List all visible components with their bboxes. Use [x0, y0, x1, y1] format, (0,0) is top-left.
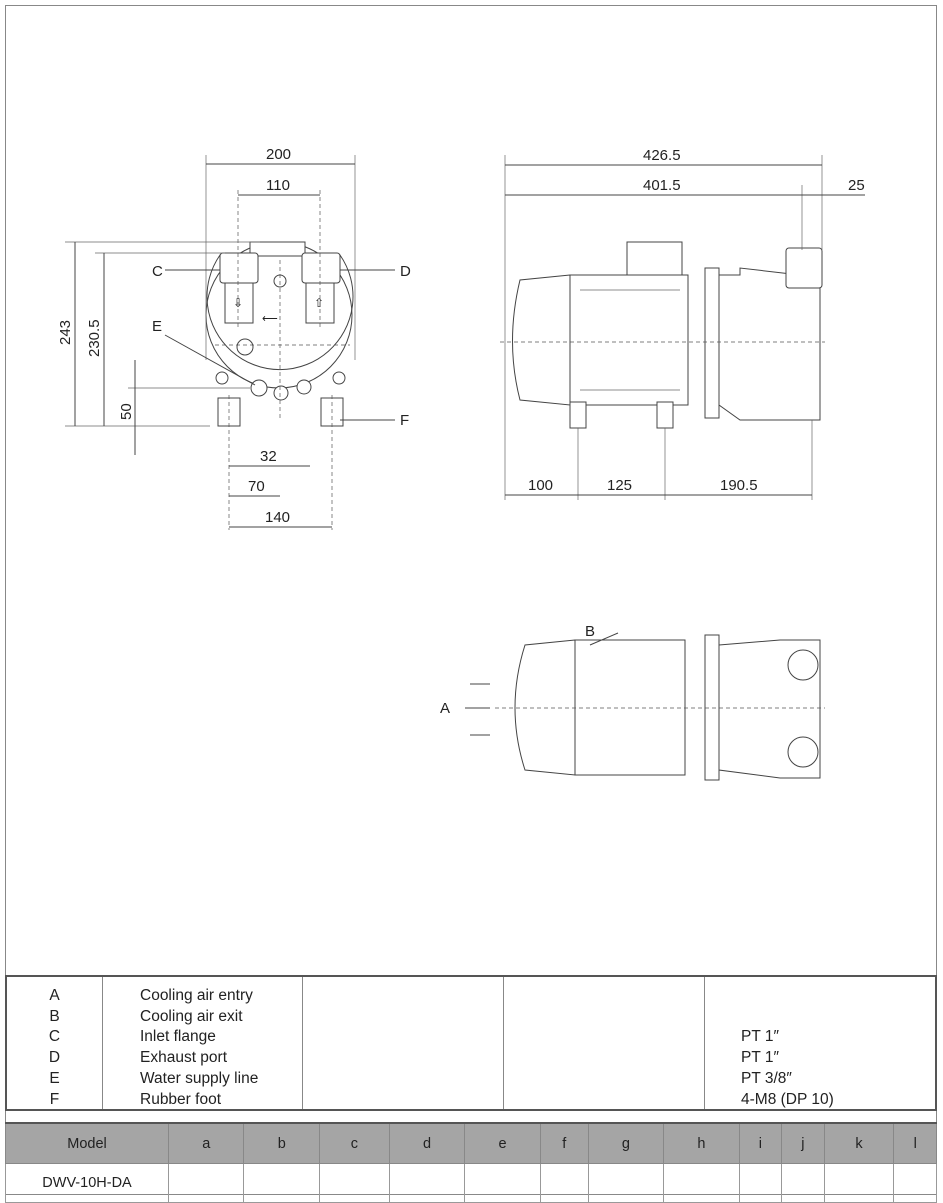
table-cell: [781, 1163, 825, 1203]
pump-head: [718, 267, 821, 421]
water-supply-port: [250, 379, 268, 397]
table-cell: [893, 1163, 937, 1203]
column-header: e: [464, 1122, 541, 1164]
legend-keys: A B C D E F: [7, 977, 103, 1109]
table-cell: [663, 1163, 740, 1203]
dim-25: 25: [848, 177, 865, 194]
legend-spec: PT 1″: [741, 1028, 779, 1046]
legend-spec: 4-M8 (DP 10): [741, 1090, 834, 1108]
table-cell: [587, 1163, 665, 1203]
legend-key: A: [49, 987, 60, 1004]
dim-110: 110: [266, 177, 290, 194]
column-header: g: [587, 1122, 665, 1164]
dim-230-5: 230.5: [86, 319, 103, 357]
column-header: h: [663, 1122, 740, 1164]
legend-empty-col: [303, 977, 504, 1109]
dim-200: 200: [266, 146, 291, 163]
legend-descriptions: Cooling air entry Cooling air exit Inlet…: [103, 977, 303, 1109]
label-b: B: [585, 623, 595, 640]
motor: [569, 274, 689, 406]
legend-desc: Rubber foot: [140, 1090, 221, 1108]
label-d: D: [400, 263, 411, 280]
legend-key: C: [48, 1028, 61, 1046]
label-a: A: [440, 700, 450, 717]
column-header: Model: [5, 1122, 169, 1164]
column-header: a: [167, 1122, 245, 1164]
dim-125: 125: [607, 477, 632, 494]
top-view: A B: [440, 623, 825, 781]
table-cell: [388, 1163, 466, 1203]
legend-desc: Water supply line: [140, 1069, 259, 1087]
table-row: DWV-10H-DA: [5, 1163, 937, 1203]
table-cell: [539, 1163, 589, 1203]
side-view: 426.5 401.5 25 100 125 190.5: [500, 147, 865, 500]
dim-140: 140: [265, 509, 290, 526]
column-header: d: [388, 1122, 466, 1164]
column-header: f: [539, 1122, 589, 1164]
label-c: C: [152, 263, 163, 280]
legend-empty-col: [504, 977, 705, 1109]
legend-desc: Exhaust port: [140, 1049, 228, 1067]
dim-190-5: 190.5: [720, 477, 758, 494]
table-cell: [243, 1163, 320, 1203]
column-header: l: [893, 1122, 937, 1164]
legend-box: A B C D E F Cooling air entry Cooling ai…: [5, 975, 937, 1111]
table-cell: [738, 1163, 783, 1203]
legend-spec: [741, 986, 935, 1007]
dim-401-5: 401.5: [643, 177, 681, 194]
svg-text:⟵: ⟵: [262, 313, 278, 325]
legend-key: F: [49, 1090, 60, 1108]
fan-cover: [512, 274, 571, 406]
legend-desc: Inlet flange: [140, 1028, 216, 1046]
legend-specs: PT 1″ PT 1″ PT 3/8″ 4-M8 (DP 10): [705, 977, 935, 1109]
column-header: b: [243, 1122, 320, 1164]
legend-spec: [741, 1007, 935, 1028]
column-header: k: [823, 1122, 895, 1164]
column-header: c: [318, 1122, 390, 1164]
dim-32: 32: [260, 448, 277, 465]
front-view: ⇩⇧ ⟵ 200 110 243 230.5 50 32 70 140 C: [57, 146, 411, 530]
terminal-box: [626, 241, 683, 276]
legend-desc: Cooling air entry: [140, 987, 253, 1004]
table-cell: [823, 1163, 895, 1203]
dim-50: 50: [118, 403, 135, 420]
label-e: E: [152, 318, 162, 335]
label-f: F: [400, 412, 409, 429]
inlet-flange: [219, 252, 259, 284]
legend-desc: Cooling air exit: [140, 1007, 243, 1025]
dim-243: 243: [57, 320, 74, 345]
legend-key: E: [49, 1069, 60, 1087]
table-cell: [318, 1163, 390, 1203]
legend-key: B: [49, 1007, 60, 1025]
model-cell: DWV-10H-DA: [5, 1163, 169, 1203]
technical-drawing: ⇩⇧ ⟵ 200 110 243 230.5 50 32 70 140 C: [57, 146, 865, 781]
column-header: i: [738, 1122, 783, 1164]
exhaust-port: [301, 252, 341, 284]
table-cell: [464, 1163, 541, 1203]
legend-spec: PT 3/8″: [741, 1069, 792, 1087]
legend-key: D: [48, 1049, 61, 1067]
svg-text:⇧: ⇧: [314, 296, 324, 310]
column-header: j: [781, 1122, 825, 1164]
dim-70: 70: [248, 478, 265, 495]
table-cell: [167, 1163, 245, 1203]
legend-spec: PT 1″: [741, 1049, 779, 1067]
dim-100: 100: [528, 477, 553, 494]
dim-426-5: 426.5: [643, 147, 681, 164]
